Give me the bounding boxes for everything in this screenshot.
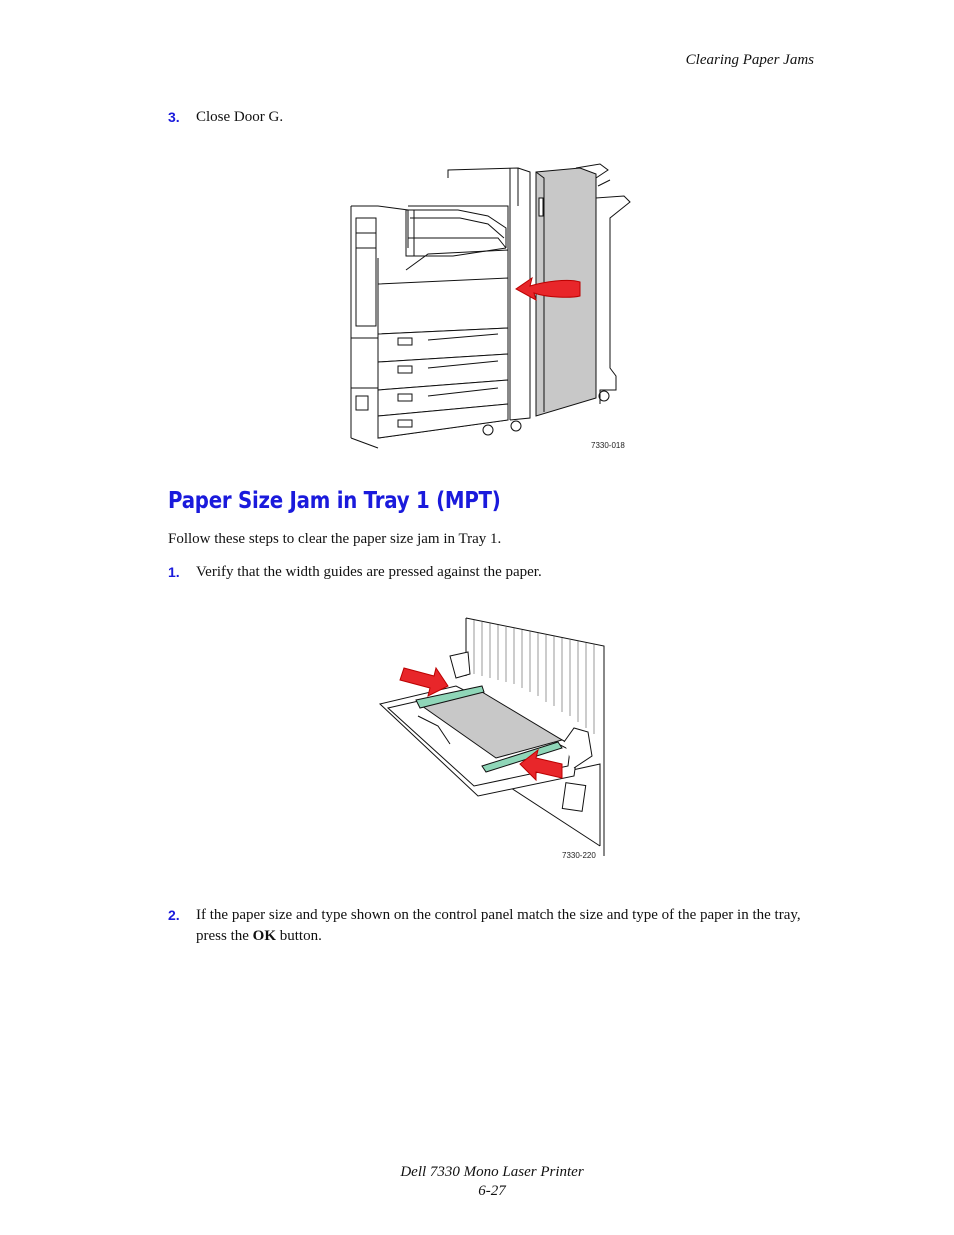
printer-door-g-illustration: 7330-018 <box>348 158 638 453</box>
figure-code: 7330-220 <box>562 851 596 860</box>
figure-code: 7330-018 <box>591 441 625 450</box>
running-header: Clearing Paper Jams <box>685 52 814 68</box>
tray1-width-guides-illustration: 7330-220 <box>378 616 606 864</box>
step-number: 2. <box>168 907 180 923</box>
step-number: 3. <box>168 109 180 125</box>
page-footer: Dell 7330 Mono Laser Printer 6-27 <box>0 1163 954 1201</box>
footer-product: Dell 7330 Mono Laser Printer <box>400 1164 584 1180</box>
step-text: Verify that the width guides are pressed… <box>196 564 542 580</box>
ok-button-label: OK <box>252 928 276 944</box>
step-text: Close Door G. <box>196 109 284 125</box>
section-heading: Paper Size Jam in Tray 1 (MPT) <box>168 488 501 514</box>
step-number: 1. <box>168 564 180 580</box>
step-text-before: If the paper size and type shown on the … <box>196 907 801 944</box>
section-intro: Follow these steps to clear the paper si… <box>168 531 502 547</box>
step-text-after: button. <box>276 928 322 944</box>
footer-page-number: 6-27 <box>478 1183 506 1199</box>
step-text: If the paper size and type shown on the … <box>196 905 816 947</box>
